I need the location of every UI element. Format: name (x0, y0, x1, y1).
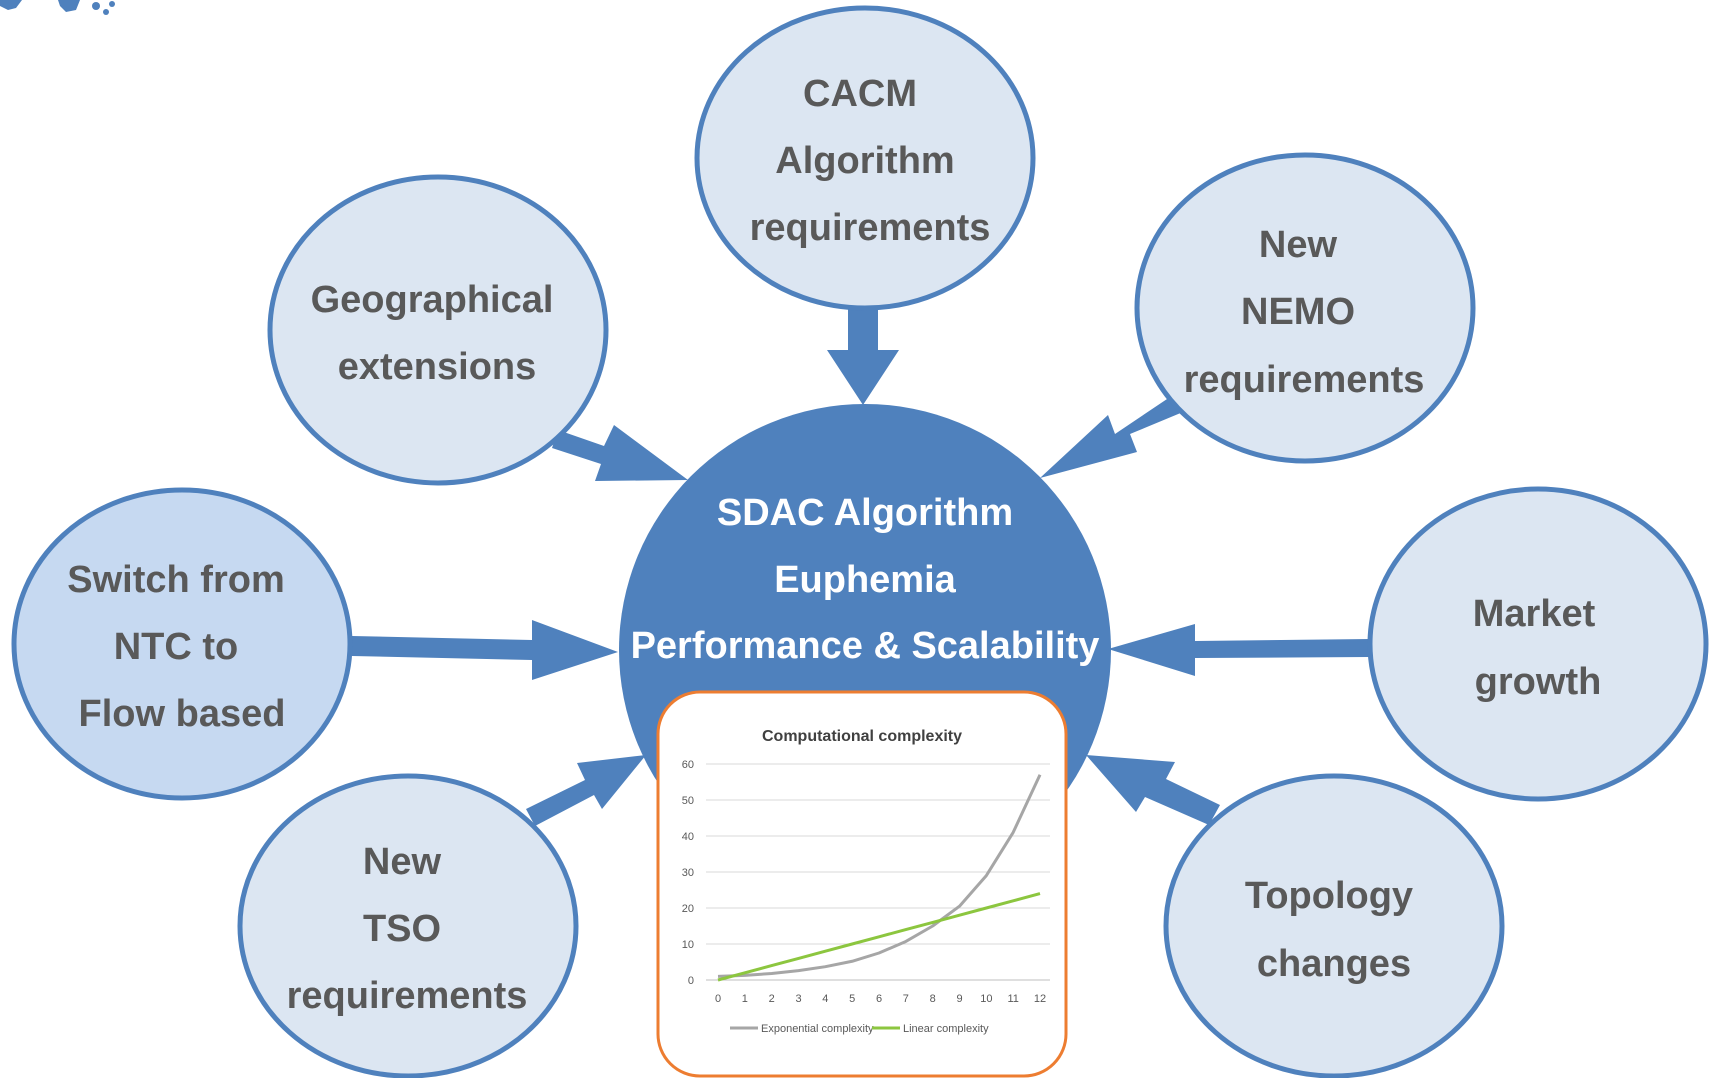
y-tick-label: 10 (682, 939, 694, 951)
y-tick-label: 60 (682, 759, 694, 771)
legend-label: Exponential complexity (761, 1023, 874, 1035)
series-line-linear (717, 892, 1041, 982)
bubble-geo: Geographical extensions (267, 174, 609, 486)
bubble-ntc-line-2: NTC to (114, 626, 239, 668)
bubble-cacm-line-2: Algorithm (775, 140, 954, 182)
arrow-market-to-center (1108, 624, 1370, 676)
bubble-cacm-line-3: requirements (750, 207, 991, 249)
series-line-exponential (717, 774, 1042, 978)
x-tick-label: 9 (956, 993, 962, 1005)
bubble-tso: New TSO requirements (237, 773, 579, 1078)
x-tick-label: 7 (903, 993, 909, 1005)
x-tick-label: 10 (980, 993, 992, 1005)
x-tick-label: 11 (1007, 993, 1018, 1005)
y-tick-label: 0 (688, 975, 694, 987)
bubble-tso-line-3: requirements (287, 975, 528, 1017)
x-tick-label: 3 (795, 993, 801, 1005)
x-tick-label: 5 (849, 993, 855, 1005)
y-tick-label: 40 (682, 831, 694, 843)
center-line-3: Performance & Scalability (631, 625, 1100, 667)
x-tick-label: 8 (930, 993, 936, 1005)
x-tick-label: 6 (876, 993, 882, 1005)
bubble-market-line-1: Market (1473, 593, 1596, 635)
bubble-geo-line-2: extensions (338, 346, 537, 388)
bubble-ntc-line-1: Switch from (67, 559, 284, 601)
y-tick-label: 20 (682, 903, 694, 915)
bubble-topology: Topology changes (1163, 773, 1505, 1078)
bubble-nemo-line-3: requirements (1184, 359, 1425, 401)
chart-series-lines (717, 774, 1042, 982)
chart-y-tick-labels: 0 10 20 30 40 50 60 (682, 759, 694, 987)
bubble-market-line-2: growth (1475, 661, 1602, 703)
chart-title: Computational complexity (762, 728, 962, 745)
bubble-ntc-line-3: Flow based (79, 693, 286, 735)
chart-frame (656, 690, 1068, 1078)
y-tick-label: 30 (682, 867, 694, 879)
arrow-ntc-to-center (352, 620, 618, 680)
bubble-market: Market growth (1367, 486, 1709, 802)
arrow-cacm-to-center (827, 307, 899, 405)
bubble-cacm: CACM Algorithm requirements (694, 5, 1036, 311)
arrow-topology-to-center (1086, 755, 1220, 825)
center-line-2: Euphemia (774, 559, 956, 601)
chart-grid (706, 763, 1050, 981)
arrow-nemo-to-center (1040, 393, 1183, 478)
x-tick-label: 12 (1034, 993, 1046, 1005)
bubble-topology-line-1: Topology (1245, 875, 1413, 917)
y-tick-label: 50 (682, 795, 694, 807)
arrow-tso-to-center (526, 755, 646, 826)
bubble-nemo-line-1: New (1259, 224, 1338, 266)
bubble-tso-line-1: New (363, 841, 442, 883)
bubble-cacm-line-1: CACM (803, 73, 917, 115)
legend-label: Linear complexity (903, 1023, 989, 1035)
x-tick-label: 2 (769, 993, 775, 1005)
x-tick-label: 4 (822, 993, 828, 1005)
bubble-topology-line-2: changes (1257, 943, 1411, 985)
x-tick-label: 1 (742, 993, 748, 1005)
bubble-nemo-line-2: NEMO (1241, 291, 1355, 333)
x-tick-label: 0 (715, 993, 721, 1005)
bubble-tso-line-2: TSO (363, 908, 441, 950)
bubble-nemo: New NEMO requirements (1134, 152, 1476, 464)
arrow-geo-to-center (552, 425, 688, 481)
decorative-fragment (0, 0, 115, 15)
arrows (352, 307, 1370, 826)
bubble-ntc: Switch from NTC to Flow based (11, 487, 353, 801)
center-line-1: SDAC Algorithm (717, 492, 1013, 534)
chart-legend: Exponential complexity Linear complexity (730, 1023, 989, 1035)
bubble-geo-line-1: Geographical (311, 279, 554, 321)
